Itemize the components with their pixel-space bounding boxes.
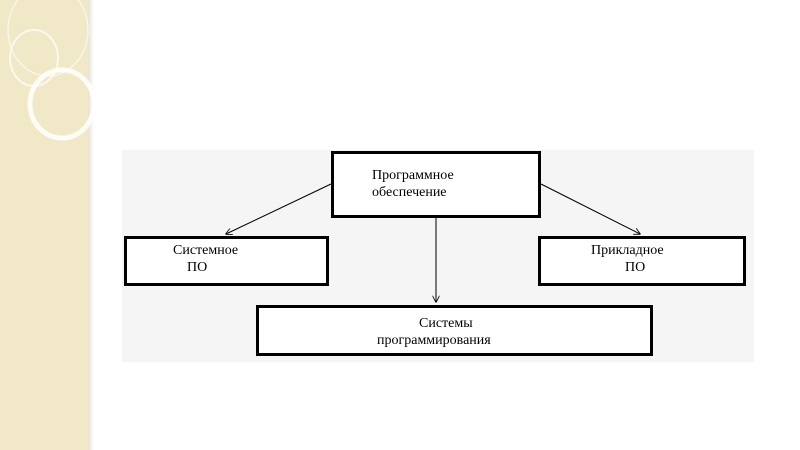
box-programming-systems-line2: программирования: [377, 333, 491, 348]
box-application-software-line1: Прикладное: [591, 243, 664, 258]
box-software-line1: Программное: [372, 168, 454, 183]
box-application-software: Прикладное ПО: [538, 236, 746, 286]
arrow-to-system-software: [226, 183, 332, 234]
box-system-software-line2: ПО: [187, 260, 208, 275]
box-programming-systems-line1: Системы: [419, 316, 473, 331]
box-application-software-line2: ПО: [625, 260, 646, 275]
sidebar-shadow: [88, 0, 94, 450]
arrow-to-application-software: [540, 183, 640, 234]
box-software: Программное обеспечение: [331, 151, 541, 218]
box-programming-systems: Системы программирования: [256, 305, 653, 356]
decorative-ring-icon: [7, 0, 97, 141]
box-system-software: Системное ПО: [124, 236, 329, 286]
box-system-software-line1: Системное: [173, 243, 239, 258]
box-software-line2: обеспечение: [372, 185, 447, 200]
